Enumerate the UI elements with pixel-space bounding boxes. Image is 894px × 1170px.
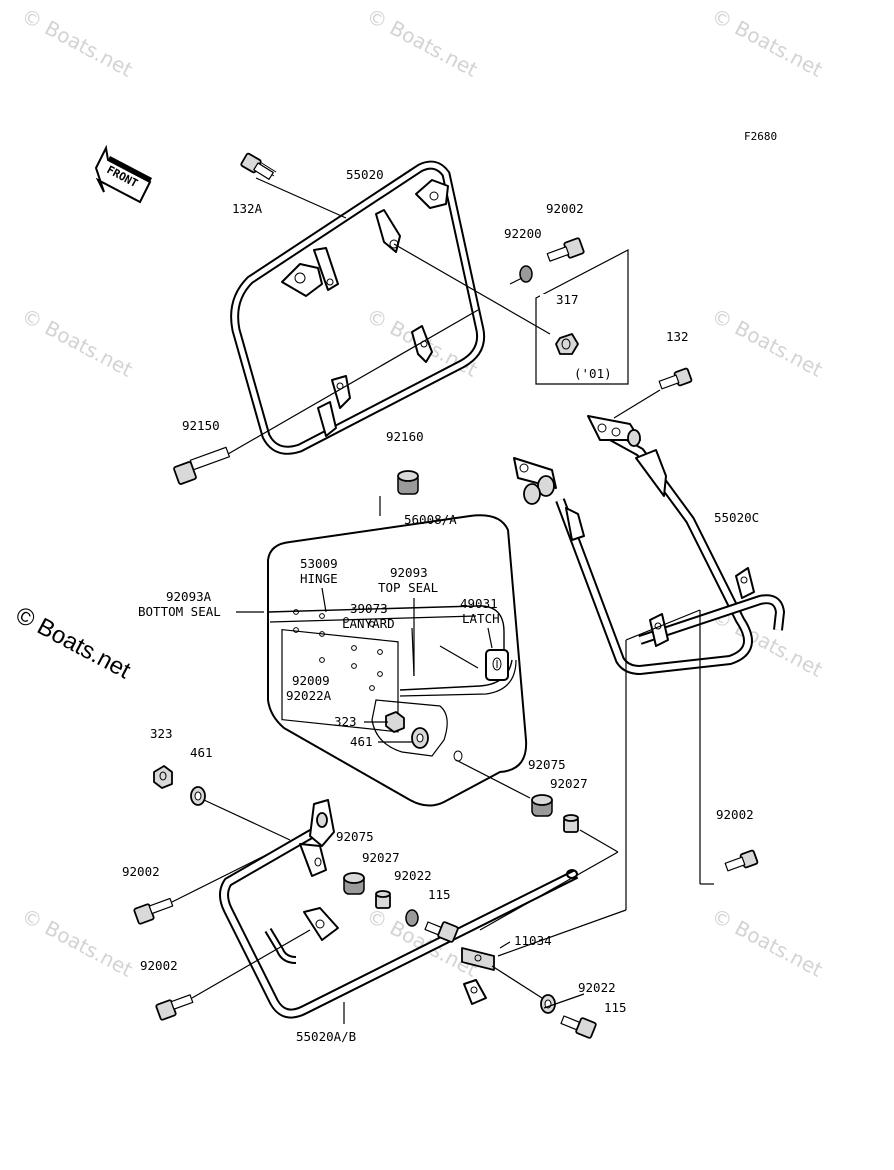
watermark: © Boats.net [708,903,827,982]
case-56008 [267,514,528,807]
frame-55020A [219,799,579,1019]
latch-49031 [485,649,509,681]
grommet-92075-right [531,794,553,817]
nut-317 [555,333,579,355]
label-55020: 55020 [346,167,384,182]
bolt-92002-top [546,237,585,262]
watermark: © Boats.net [708,303,827,382]
label-92160: 92160 [386,429,424,444]
label-92093: 92093 [390,565,428,580]
washer-461 [190,786,206,806]
label-53009-name: HINGE [300,571,338,586]
label-115: 115 [428,887,451,902]
label-92093A-name: BOTTOM SEAL [138,604,221,619]
label-115-bottom: 115 [604,1000,627,1015]
watermarks: © Boats.net © Boats.net © Boats.net © Bo… [11,3,827,982]
washer-92022-bottom [540,994,556,1014]
label-92022: 92022 [394,868,432,883]
label-92027-right: 92027 [550,776,588,791]
label-55020C: 55020C [714,510,759,525]
bolt-92002-right [724,849,759,872]
label-132: 132 [666,329,689,344]
watermark: © Boats.net [363,3,482,82]
part-labels: 132A 55020 92002 92200 317 ('01) 132 921… [122,167,759,1044]
watermark: © Boats.net [708,3,827,82]
label-92093A: 92093A [166,589,212,604]
label-461-box: 461 [350,734,373,749]
washer-92022 [405,909,419,927]
label-56008: 56008/A [404,512,457,527]
figure-code: F2680 [744,130,777,143]
watermark-dark: © Boats.net [11,601,135,684]
plate-11034 [461,947,495,971]
label-92002-bottom: 92002 [140,958,178,973]
label-49031: 49031 [460,596,498,611]
label-39073: 39073 [350,601,388,616]
label-39073-name: LANYARD [342,616,395,631]
watermark: © Boats.net [18,903,137,982]
label-92002-left: 92002 [122,864,160,879]
label-92002-right: 92002 [716,807,754,822]
bolt-92002-bottom [155,994,194,1021]
watermark: © Boats.net [18,3,137,82]
front-arrow-icon: FRONT [94,144,152,204]
label-92002-top: 92002 [546,201,584,216]
label-92093-name: TOP SEAL [378,580,438,595]
nut-323 [153,765,173,789]
label-461: 461 [190,745,213,760]
grommet-92160 [397,470,419,495]
bolt-132A [240,152,277,180]
watermark: © Boats.net [18,303,137,382]
collar-92027-right [563,814,579,833]
hinge-holes [293,609,383,677]
bolt-92002-left [133,897,174,925]
bolt-132 [658,367,693,390]
label-132A: 132A [232,201,263,216]
label-92022-bottom: 92022 [578,980,616,995]
grommet-92075 [343,872,365,895]
label-92009: 92009 [292,673,330,688]
label-92075-right: 92075 [528,757,566,772]
frame-55020 [230,160,486,455]
label-49031-name: LATCH [462,611,500,626]
label-323: 323 [150,726,173,741]
label-323-box: 323 [334,714,357,729]
label-11034: 11034 [514,933,552,948]
label-317: 317 [556,292,579,307]
label-92150: 92150 [182,418,220,433]
bolt-115 [424,921,459,943]
label-92027: 92027 [362,850,400,865]
bolt-115-bottom [560,1015,597,1039]
label-92022A: 92022A [286,688,332,703]
label-317-note: ('01) [574,366,612,381]
label-92200: 92200 [504,226,542,241]
bolt-92150 [173,446,231,485]
label-92075: 92075 [336,829,374,844]
frame-55020C [513,415,786,675]
collar-92027 [375,890,391,909]
label-55020AB: 55020A/B [296,1029,356,1044]
washer-92200 [519,265,533,283]
label-53009: 53009 [300,556,338,571]
